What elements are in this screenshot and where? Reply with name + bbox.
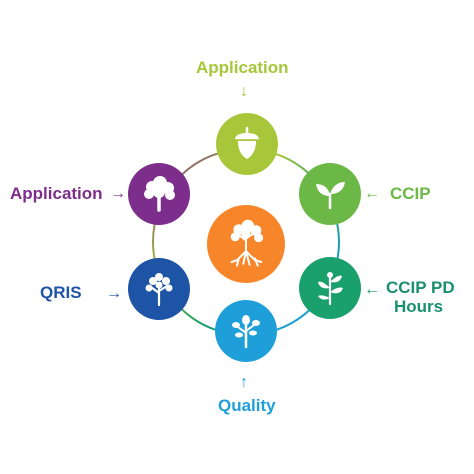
label-left-application: Application xyxy=(10,184,103,203)
center-tree-node xyxy=(207,205,285,283)
label-ccip: CCIP xyxy=(390,184,431,203)
sprout-icon xyxy=(316,182,345,210)
arrow-right-qris: → xyxy=(106,285,122,302)
young-tree-icon xyxy=(232,315,260,349)
node-top-application xyxy=(216,113,278,175)
arrow-left-ccip-pd: ← xyxy=(364,281,380,298)
full-tree-icon xyxy=(144,176,175,212)
label-ccip-pd-line1: CCIP PD xyxy=(386,278,455,297)
node-lower-right-ccip-pd-hours xyxy=(299,257,361,319)
node-bottom-quality xyxy=(215,300,277,362)
label-qris: QRIS xyxy=(40,283,82,302)
arrow-left-ccip: ← xyxy=(364,185,380,202)
arrow-down-top: ↓ xyxy=(240,83,248,100)
node-upper-right-ccip xyxy=(299,163,361,225)
node-lower-left-qris xyxy=(128,258,190,320)
leafy-tree-icon xyxy=(145,273,173,307)
node-upper-left-application xyxy=(128,163,190,225)
label-quality: Quality xyxy=(218,396,276,415)
tree-with-roots-icon xyxy=(230,219,264,267)
label-top-application: Application xyxy=(196,58,289,77)
label-ccip-pd-line2: Hours xyxy=(394,297,444,316)
sapling-icon xyxy=(318,272,343,306)
arrow-up-quality: ↑ xyxy=(240,374,248,391)
acorn-icon xyxy=(235,126,259,159)
arrow-right-application: → xyxy=(110,185,126,202)
